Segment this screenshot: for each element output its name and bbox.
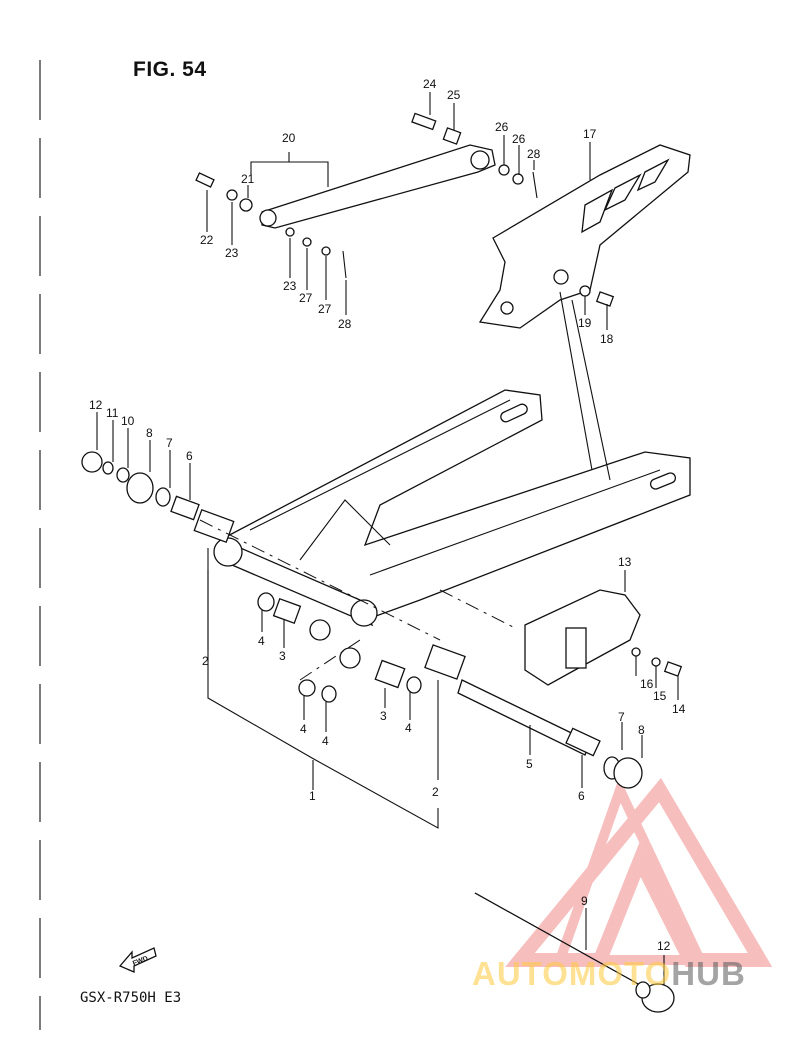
callout-11: 11: [106, 406, 119, 420]
callout-6b: 6: [578, 789, 585, 803]
swingarm-1: [213, 389, 691, 669]
watermark-text-part1: AUTOMOTO: [472, 955, 672, 992]
callout-28b: 28: [338, 317, 352, 331]
callout-14: 14: [672, 702, 686, 716]
callout-26b: 27: [299, 291, 313, 305]
callout-4d: 4: [405, 721, 412, 735]
watermark-text: AUTOMOTOHUB: [472, 955, 746, 993]
callout-28a: 28: [527, 147, 541, 161]
leader-lines: [96, 92, 679, 985]
chain-case-13: [524, 589, 683, 686]
callout-19: 19: [578, 316, 592, 330]
chain-guard-17: [478, 144, 691, 329]
axis-line-chaincase: [439, 589, 516, 629]
callout-26a: 26: [495, 120, 509, 134]
callout-15: 15: [653, 689, 667, 703]
callout-10: 10: [121, 414, 135, 428]
callout-4c: 4: [322, 734, 329, 748]
callout-17: 17: [583, 127, 597, 141]
callout-3b: 3: [380, 709, 387, 723]
callout-16: 16: [640, 677, 654, 691]
callout-13: 13: [618, 555, 632, 569]
pivot-bolt-9: [474, 892, 675, 1013]
callout-9: 9: [581, 894, 588, 908]
callout-4a: 4: [258, 634, 265, 648]
callout-27b: 27: [318, 302, 332, 316]
callout-4b: 4: [300, 722, 307, 736]
callout-12b: 12: [657, 939, 671, 953]
callout-5: 5: [526, 757, 533, 771]
callout-2a: 2: [202, 654, 209, 668]
callout-6a: 6: [186, 449, 193, 463]
callout-25: 25: [447, 88, 461, 102]
figure-title: FIG. 54: [133, 58, 207, 81]
guard-mount-line-2: [559, 291, 593, 471]
forward-arrow-icon: FWD: [118, 944, 158, 974]
left-pivot-hardware: [81, 451, 235, 543]
callout-2b: 2: [432, 785, 439, 799]
callout-27a: 26: [512, 132, 526, 146]
callout-labels: 20 21 22 23 23 27 27 28 24 25 26 26 28 1…: [89, 77, 686, 953]
watermark-logo: [505, 776, 773, 967]
callout-7a: 7: [166, 436, 173, 450]
callout-21: 21: [241, 172, 255, 186]
guard-mount-line: [571, 299, 611, 481]
callout-3a: 3: [279, 649, 286, 663]
callout-8b: 8: [638, 723, 645, 737]
axis-line-pivot: [199, 519, 441, 641]
upper-hardware: [195, 112, 615, 307]
watermark-text-part2: HUB: [671, 955, 746, 992]
callout-12a: 12: [89, 398, 103, 412]
callout-18: 18: [600, 332, 614, 346]
callout-1: 1: [309, 789, 316, 803]
callout-24: 24: [423, 77, 437, 91]
model-code: GSX-R750H E3: [80, 990, 182, 1006]
axis-line-center: [299, 639, 361, 681]
callout-23b: 23: [283, 279, 297, 293]
center-bushings: [257, 592, 466, 703]
callout-7b: 7: [618, 710, 625, 724]
callout-8a: 8: [146, 426, 153, 440]
callout-22: 22: [200, 233, 214, 247]
callout-23a: 23: [225, 246, 239, 260]
torque-link-20: [259, 144, 496, 229]
pivot-tube-5: [457, 679, 643, 789]
callout-20: 20: [282, 131, 296, 145]
